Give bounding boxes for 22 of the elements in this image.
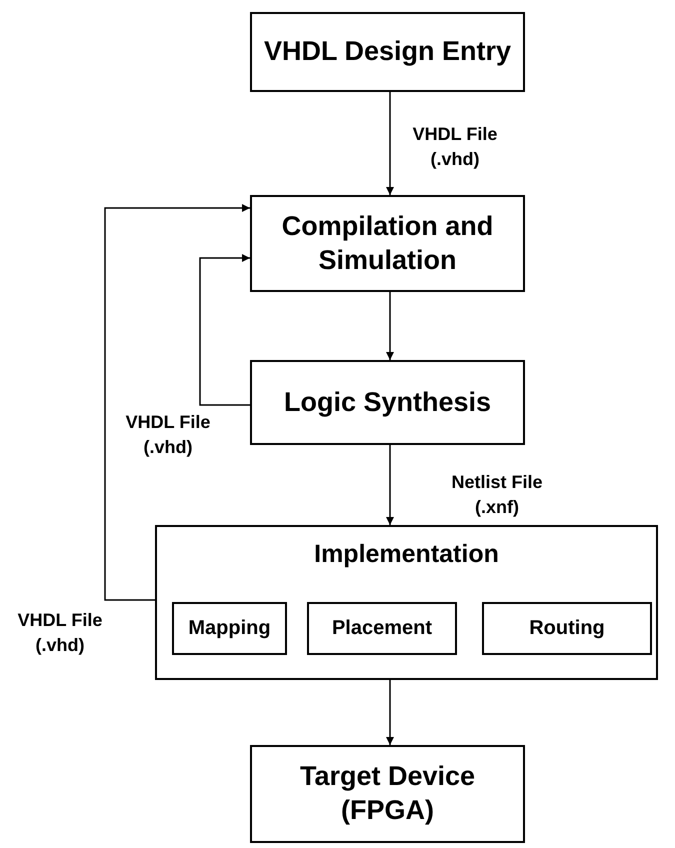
arrow [386,292,394,360]
box-label: VHDL Design Entry [262,35,512,68]
process-box [155,525,658,680]
box-label: Implementation [313,539,500,570]
process-box [250,360,525,445]
arrow [386,445,394,525]
arrow [386,680,394,745]
box-label: Logic Synthesis [282,386,492,419]
arrow [386,92,394,195]
arrow [104,204,250,601]
box-label: Compilation and Simulation [280,210,494,276]
process-box [482,602,652,655]
process-box [250,195,525,292]
box-label: Target Device (FPGA) [298,760,476,827]
arrow [199,254,250,406]
process-box [172,602,287,655]
box-label: Mapping [187,616,272,641]
box-label: Routing [528,616,606,641]
box-label: Placement [330,616,434,641]
process-box [307,602,457,655]
process-box [250,745,525,843]
process-box [250,12,525,92]
